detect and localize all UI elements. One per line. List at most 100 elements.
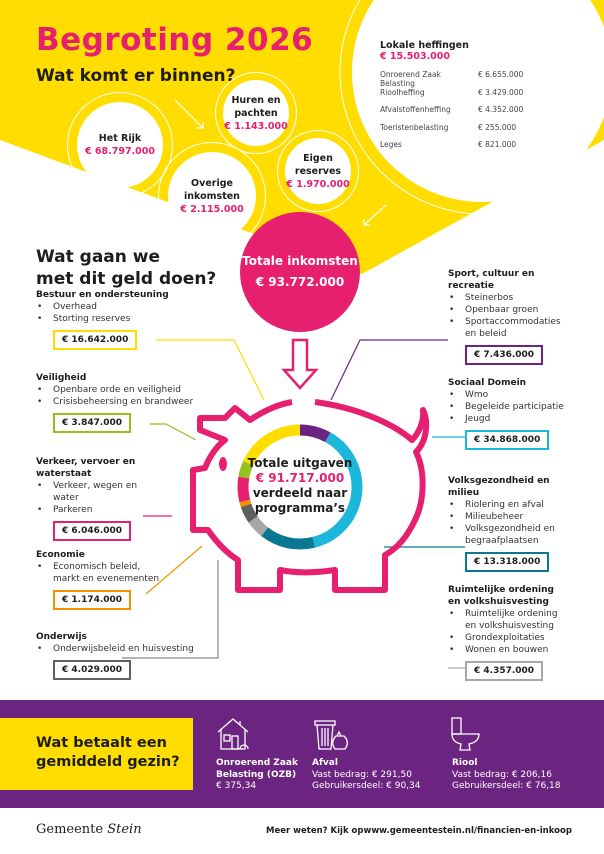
program-title: Veiligheid [36,373,87,383]
lokale-row-amount: € 821.000 [478,140,517,149]
lokale-row-amount: € 6.655.000 [478,70,524,79]
cost-line: Vast bedrag: € 291,50 [312,769,412,780]
program-bullet: Economisch beleid, markt en evenementen [36,561,166,585]
program-title: Sociaal Domein [448,378,527,388]
cost-title: Riool [452,758,478,768]
program-bullets: Onderwijsbeleid en huisvesting [36,643,216,655]
lokale-row-name: Onroerend Zaak Belasting [380,70,441,88]
lokale-outer-ring [339,0,604,215]
cost-title: Afval [312,758,338,768]
income-label: Eigen [303,152,333,164]
program-bullet: Openbaar groen [448,304,568,316]
program-title: Bestuur en ondersteuning [36,290,169,300]
program-title: Sport, cultuur en recreatie [448,269,535,291]
cost-line: Gebruikersdeel: € 76,18 [452,781,561,791]
program-section: EconomieEconomisch beleid, markt en even… [36,549,166,610]
logo-text: Stein [107,822,142,837]
program-bullet: Onderwijsbeleid en huisvesting [36,643,216,655]
spending-heading-line: Wat gaan we [36,247,161,267]
household-heading: Wat betaalt een gemiddeld gezin? [0,718,193,790]
program-bullet: Overhead [36,301,211,313]
lokale-row-name: Toeristenbelasting [380,122,449,132]
program-title: Ruimtelijke ordening en volkshuisvesting [448,585,554,607]
program-bullet: Wonen en bouwen [448,644,568,656]
circle-ring [215,72,297,154]
program-amount: € 13.318.000 [465,552,550,572]
program-bullet: Milieubeheer [448,511,573,523]
program-bullets: OverheadStorting reserves [36,301,211,325]
program-bullet: Begeleide participatie [448,401,568,413]
cost-line: Gebruikersdeel: € 90,34 [312,781,421,791]
cost-title: Onroerend Zaak [216,758,298,768]
house-icon [217,718,249,750]
program-section: VeiligheidOpenbare orde en veiligheidCri… [36,372,226,433]
income-heading: Wat komt er binnen? [36,66,236,86]
donut-segment [299,424,331,443]
circle-ring [67,92,173,198]
donut-segment [239,499,252,508]
page-title: Begroting 2026 [36,22,314,58]
income-amount: € 2.115.000 [180,203,244,215]
arrows [174,99,387,226]
program-bullet: Crisisbeheersing en brandweer [36,396,226,408]
income-label: inkomsten [184,190,240,202]
cost-title: Belasting (OZB) [216,769,297,780]
down-arrow-icon [281,338,319,390]
program-bullet: Ruimtelijke ordening en volkshuisvesting [448,608,568,632]
lokale-row: Rioolheffing€ 3.429.000 [380,88,540,106]
donut-segment [248,516,269,537]
program-title: Economie [36,550,85,560]
program-amount: € 34.868.000 [465,430,550,450]
program-bullet: Wmo [448,389,568,401]
cost-line: Vast bedrag: € 206,16 [452,769,552,780]
donut-segment [261,527,316,550]
program-bullet: Openbare orde en veiligheid [36,384,226,396]
program-bullet: Grondexploitaties [448,632,568,644]
program-bullet: Volksgezondheid en begraafplaatsen [448,523,573,547]
donut-segment [238,460,254,479]
more-info-link[interactable]: Meer weten? Kijk opwww.gemeentestein.nl/… [266,826,572,836]
lokale-amount: € 15.503.000 [380,51,451,62]
spending-heading: Wat gaan we met dit geld doen? [36,246,216,290]
lokale-row: Toeristenbelasting€ 255.000 [380,123,540,141]
household-heading-line: gemiddeld gezin? [36,754,180,770]
program-title: Verkeer, vervoer en waterstaat [36,457,136,479]
program-bullets: Verkeer, wegen en waterParkeren [36,480,156,516]
program-bullets: Riolering en afvalMilieubeheerVolksgezon… [448,499,573,547]
cost-line: € 375,34 [216,781,257,791]
lokale-heffingen: Lokale heffingen € 15.503.000 Onroerend … [380,40,540,158]
cost-ozb: Onroerend Zaak Belasting (OZB) € 375,34 [216,758,298,793]
lokale-row-amount: € 4.352.000 [478,105,524,114]
arrow-icon [174,99,204,129]
program-amount: € 3.847.000 [53,413,132,433]
program-section: Bestuur en ondersteuningOverheadStorting… [36,289,211,350]
lokale-row: Afvalstoffenheffing€ 4.352.000 [380,105,540,123]
program-bullets: Ruimtelijke ordening en volkshuisvesting… [448,608,568,656]
circle-ring [158,142,266,250]
program-bullet: Steinerbos [448,292,568,304]
connector-lines [122,339,465,669]
program-bullet: Verkeer, wegen en water [36,480,156,504]
program-bullet: Storting reserves [36,313,211,325]
program-section: Sport, cultuur en recreatieSteinerbosOpe… [448,268,568,365]
income-label: Overige [191,177,233,189]
pig-eye [219,457,227,471]
arrow-icon [363,204,387,226]
spending-donut [237,424,363,550]
logo-text: Gemeente [36,822,104,837]
program-section: OnderwijsOnderwijsbeleid en huisvesting€… [36,631,216,680]
gemeente-stein-logo: Gemeente Stein [36,822,142,837]
income-huren: Huren en pachten € 1.143.000 [223,80,289,146]
donut-segment [240,503,258,523]
income-label: pachten [234,107,278,119]
lokale-row-name: Leges [380,140,402,149]
income-amount: € 1.970.000 [286,178,350,190]
total-income-label: Totale inkomsten [242,254,358,268]
program-amount: € 1.174.000 [53,590,132,610]
total-spending-amount: € 91.717.000 [255,471,345,485]
program-section: Sociaal DomeinWmoBegeleide participatieJ… [448,377,568,450]
toilet-icon [451,717,480,751]
program-bullet: Jeugd [448,413,568,425]
program-amount: € 4.029.000 [53,660,132,680]
program-bullet: Parkeren [36,504,156,516]
